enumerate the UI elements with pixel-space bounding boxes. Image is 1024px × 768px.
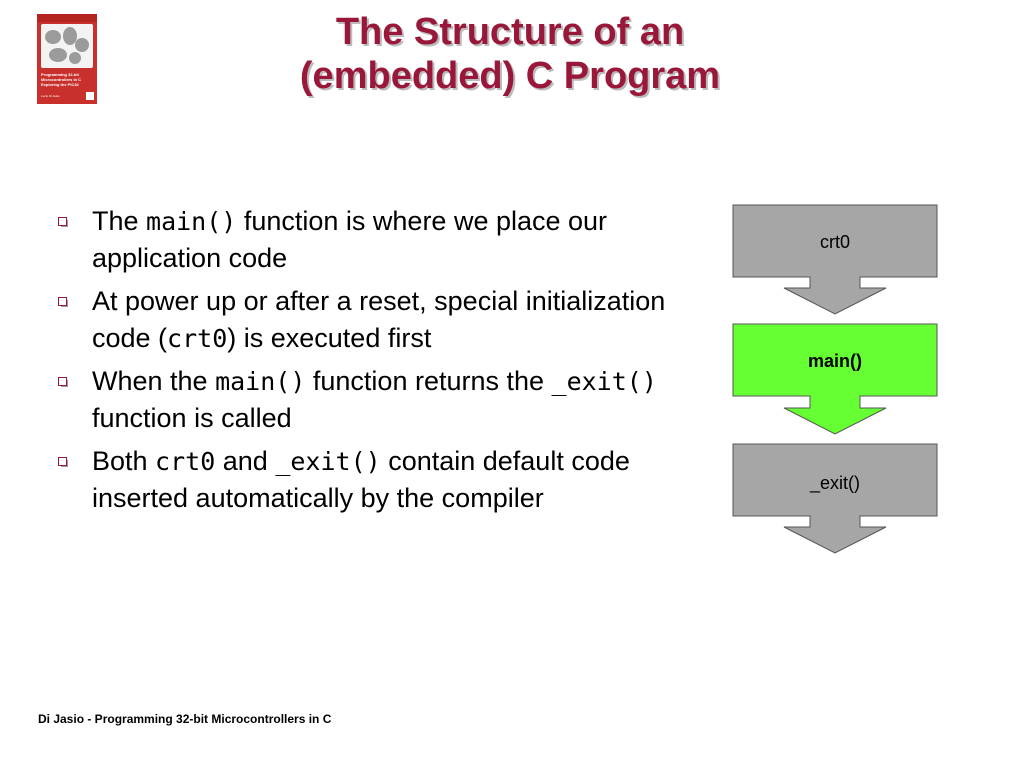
bullet-text: When the xyxy=(92,366,216,396)
code-term: crt0 xyxy=(155,447,216,476)
book-cover-art xyxy=(41,24,93,68)
flow-block-main-shape xyxy=(732,323,938,435)
bullet-list: The main() function is where we place ou… xyxy=(58,203,683,523)
bullet-text: Both xyxy=(92,446,156,476)
bullet-text: At power up or after a reset, special in… xyxy=(92,286,666,353)
square-bullet-icon xyxy=(58,297,68,307)
book-cover-title: Programming 32-bit Microcontrollers in C… xyxy=(41,72,82,87)
publisher-logo-icon xyxy=(86,92,94,100)
slide-footer: Di Jasio - Programming 32-bit Microcontr… xyxy=(38,712,332,726)
book-cover-strip xyxy=(37,14,97,22)
bullet-text: function returns the xyxy=(305,366,552,396)
code-term: crt0 xyxy=(167,324,228,353)
bullet-text: function is where we place our applicati… xyxy=(92,206,608,273)
code-term: _exit() xyxy=(275,447,381,476)
book-cover-image: Programming 32-bit Microcontrollers in C… xyxy=(37,14,97,104)
slide-title: The Structure of an (embedded) C Program xyxy=(230,10,790,98)
bullet-text: The xyxy=(92,206,147,236)
bullet-item: Both crt0 and _exit() contain default co… xyxy=(58,443,683,517)
bullet-item: When the main() function returns the _ex… xyxy=(58,363,683,437)
bullet-text: and xyxy=(215,446,276,476)
code-term: main() xyxy=(146,207,237,236)
flow-block-exit-label: _exit() xyxy=(809,473,860,493)
bullet-text: contain default code inserted automatica… xyxy=(92,446,630,513)
square-bullet-icon xyxy=(58,217,68,227)
flow-block-main xyxy=(732,323,938,435)
square-bullet-icon xyxy=(58,457,68,467)
book-cover-author: Lucio Di Jasio xyxy=(41,94,60,98)
code-term: main() xyxy=(215,367,306,396)
flow-block-exit xyxy=(732,443,938,554)
slide-title-line-2: (embedded) C Program xyxy=(299,55,721,97)
bullet-text: ) is executed first xyxy=(227,323,432,353)
flow-block-crt0 xyxy=(732,204,938,315)
flow-block-crt0-shape xyxy=(732,204,938,315)
bullet-item: At power up or after a reset, special in… xyxy=(58,283,683,357)
bullet-item: The main() function is where we place ou… xyxy=(58,203,683,277)
slide-title-line-1: The Structure of an xyxy=(335,11,685,53)
bullet-text: function is called xyxy=(92,403,292,433)
flow-block-main-label: main() xyxy=(808,351,862,371)
flow-block-crt0-label: crt0 xyxy=(819,232,850,252)
flow-block-exit-shape xyxy=(732,443,938,554)
code-term: _exit() xyxy=(551,367,657,396)
square-bullet-icon xyxy=(58,377,68,387)
